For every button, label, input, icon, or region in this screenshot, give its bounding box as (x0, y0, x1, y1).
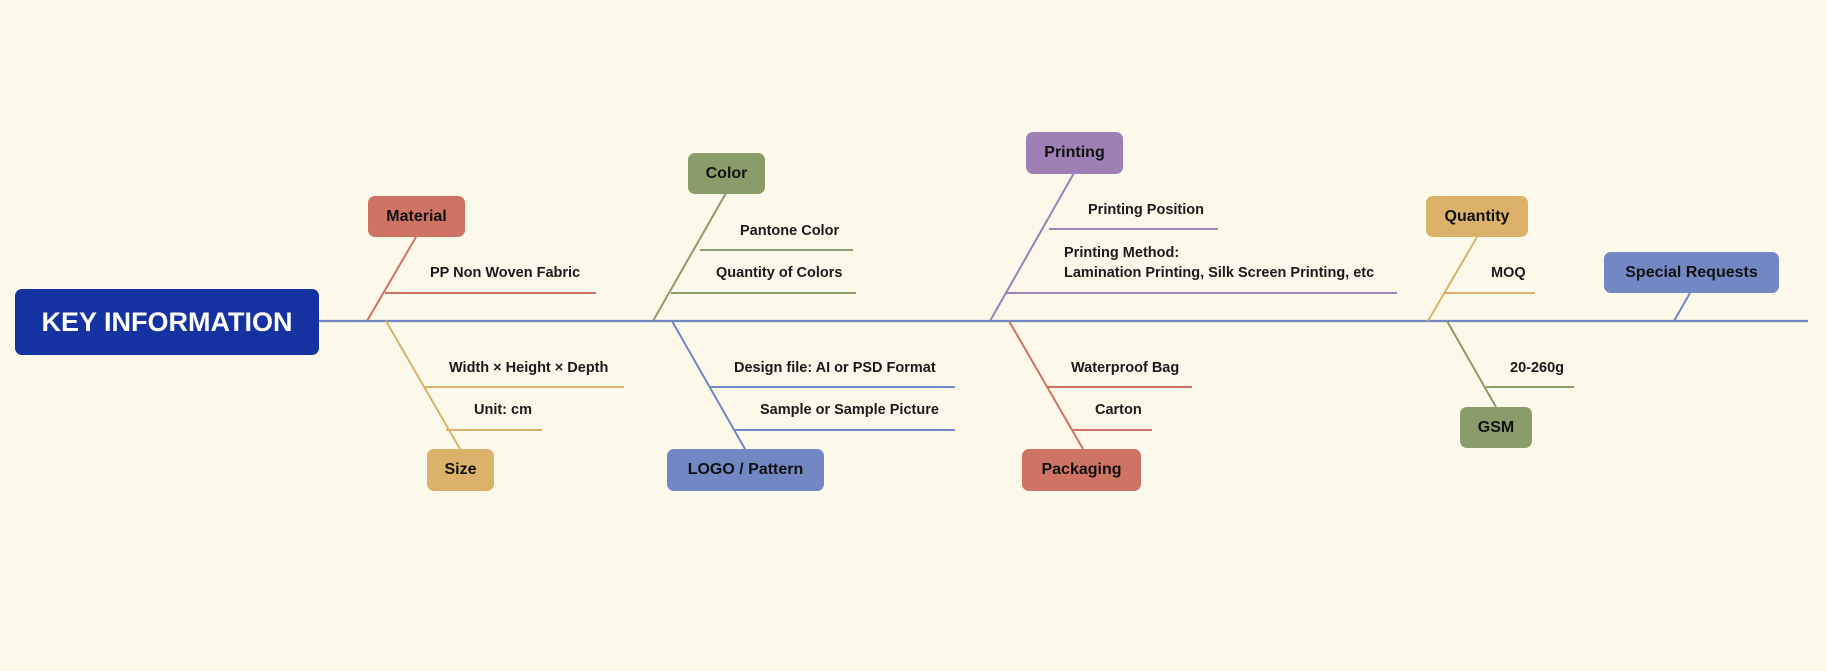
leaf-pp-non-woven-fabric: PP Non Woven Fabric (430, 265, 581, 281)
topic-packaging[interactable]: Packaging (1022, 449, 1141, 491)
root-node[interactable]: KEY INFORMATION (15, 289, 319, 355)
topic-printing[interactable]: Printing (1026, 132, 1123, 174)
topic-material[interactable]: Material (368, 196, 465, 237)
branch-material-lines (366, 236, 596, 322)
leaf-design-file: Design file: AI or PSD Format (734, 360, 936, 376)
leaf-waterproof-bag: Waterproof Bag (1071, 360, 1180, 376)
topic-color[interactable]: Color (688, 153, 765, 194)
topic-size[interactable]: Size (427, 449, 494, 491)
leaf-printing-position: Printing Position (1088, 202, 1204, 218)
leaf-pantone-color: Pantone Color (740, 223, 840, 239)
topic-gsm[interactable]: GSM (1460, 407, 1532, 448)
branch-special-lines (1673, 292, 1691, 322)
branch-printing-lines (989, 172, 1397, 322)
leaf-quantity-of-colors: Quantity of Colors (716, 265, 843, 281)
branch-gsm-lines (1446, 320, 1574, 408)
topic-logo-pattern[interactable]: LOGO / Pattern (667, 449, 824, 491)
topic-quantity[interactable]: Quantity (1426, 196, 1528, 237)
leaf-printing-method-detail: Lamination Printing, Silk Screen Printin… (1064, 265, 1375, 281)
leaf-printing-method: Printing Method: (1064, 245, 1180, 261)
branch-size-lines (385, 320, 624, 450)
topic-special-requests[interactable]: Special Requests (1604, 252, 1779, 293)
leaf-dimensions: Width × Height × Depth (449, 360, 609, 376)
leaf-carton: Carton (1095, 402, 1142, 418)
branch-packaging-lines (1008, 320, 1192, 450)
leaf-unit: Unit: cm (474, 402, 532, 418)
leaf-sample: Sample or Sample Picture (760, 402, 939, 418)
branch-logo-lines (671, 320, 955, 450)
leaf-gsm-range: 20-260g (1510, 360, 1565, 376)
branch-quantity-lines (1427, 236, 1535, 322)
branch-color-lines (652, 192, 856, 322)
leaf-moq: MOQ (1491, 265, 1526, 281)
